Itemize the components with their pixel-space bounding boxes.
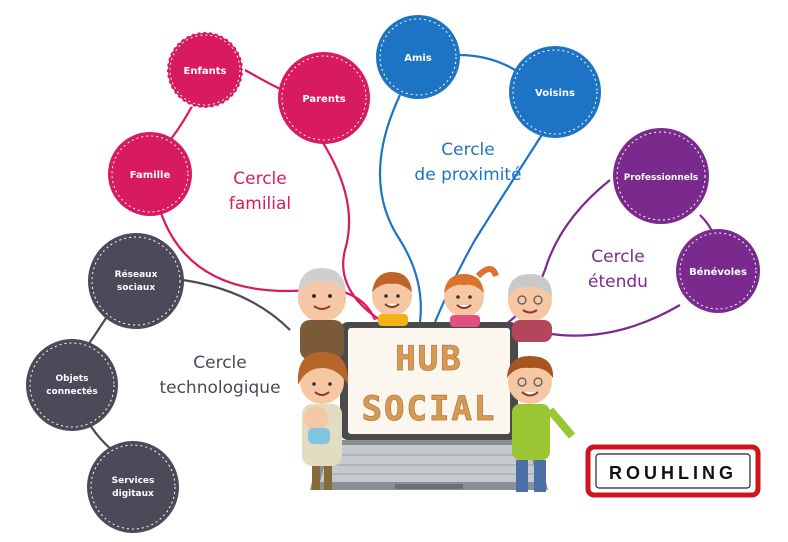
node-reseaux-sociaux: [88, 233, 184, 329]
connector-reseaux-hub: [182, 278, 291, 331]
cercle-etendu-title-line1: Cercle: [591, 247, 644, 267]
family-people-illustration: [297, 266, 576, 492]
cercle-proximite: Amis Voisins Cercle de proximité: [376, 15, 601, 185]
node-amis: [376, 15, 460, 99]
node-objets-connectes: [26, 339, 118, 431]
node-reseaux-label-2: sociaux: [117, 283, 155, 293]
connector-objets-services: [89, 424, 113, 451]
node-objets-label-2: connectés: [46, 386, 98, 397]
node-parents: [278, 52, 370, 144]
node-professionnels: [613, 128, 709, 224]
connector-parents-hub: [319, 137, 381, 321]
node-famille-label: Famille: [130, 170, 171, 181]
node-parents-label: Parents: [302, 94, 345, 105]
node-enfants: [166, 31, 244, 109]
cercle-technologique: Réseaux sociaux Objets connectés Service…: [26, 233, 281, 533]
node-famille: [108, 132, 192, 216]
node-reseaux-label-1: Réseaux: [115, 269, 158, 280]
connector-famille-hub: [158, 209, 377, 321]
rouhling-sign: ROUHLING: [585, 444, 761, 498]
connector-reseaux-objets: [87, 314, 109, 346]
node-services-digitaux: [87, 441, 179, 533]
rouhling-sign-text: ROUHLING: [609, 463, 737, 483]
node-benevoles: [676, 229, 760, 313]
cercle-familial: Enfants Parents Famille Cercle familial: [108, 31, 370, 216]
node-benevoles-label: Bénévoles: [689, 266, 747, 278]
node-voisins-label: Voisins: [535, 88, 575, 99]
cercle-technologique-title-line2: technologique: [159, 378, 280, 398]
cercle-proximite-title-line1: Cercle: [441, 140, 494, 160]
hub-title-line1: HUB: [395, 339, 462, 379]
node-voisins: [509, 46, 601, 138]
laptop-icon: [310, 322, 548, 490]
connector-amis-hub: [379, 94, 422, 323]
cercle-etendu: Professionnels Bénévoles Cercle étendu: [588, 128, 760, 313]
node-services-label-2: digitaux: [112, 489, 154, 499]
connector-amis-voisins: [457, 53, 516, 71]
cercle-technologique-title-line1: Cercle: [193, 353, 246, 373]
node-professionnels-label: Professionnels: [624, 173, 699, 183]
hub-title-line2: SOCIAL: [362, 389, 497, 429]
node-enfants-label: Enfants: [184, 66, 227, 77]
node-objets-label-1: Objets: [56, 374, 89, 384]
node-services-label-1: Services: [112, 476, 155, 486]
cercle-proximite-title-line2: de proximité: [414, 165, 521, 185]
cercle-familial-title-line2: familial: [229, 194, 291, 214]
node-amis-label: Amis: [404, 53, 432, 64]
cercle-etendu-title-line2: étendu: [588, 272, 648, 292]
cercle-familial-title-line1: Cercle: [233, 169, 286, 189]
